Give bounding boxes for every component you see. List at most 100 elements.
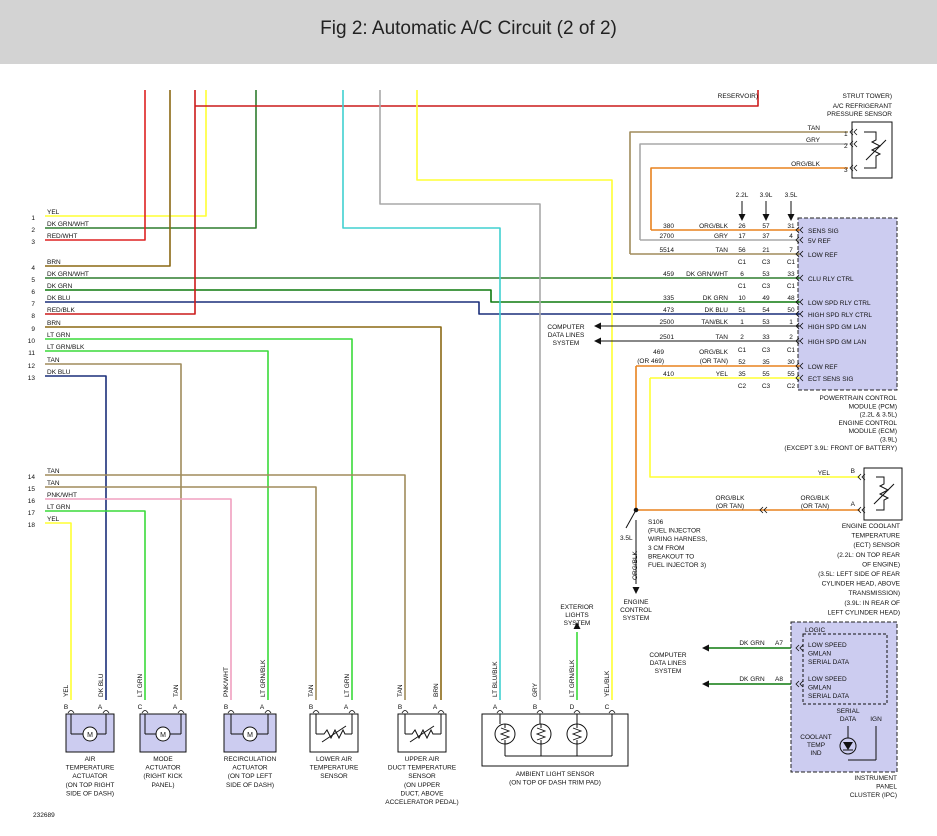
- component-title: MODE: [153, 756, 173, 763]
- ipc-coolant-temp-ind: IND: [810, 750, 822, 757]
- pcm-connector-icon: [795, 310, 804, 318]
- pcm-wire-color: DK BLU: [705, 307, 729, 314]
- pcm-pin-function: ECT SENS SIG: [808, 376, 853, 383]
- exterior-lights-label: SYSTEM: [564, 620, 591, 627]
- pcm-wire-color: TAN: [715, 334, 728, 341]
- ipc-title: CLUSTER (IPC): [850, 792, 897, 799]
- splice-engine-label: 3.5L: [620, 535, 633, 542]
- ect-connector-icon: [857, 473, 866, 481]
- pcm-pin-2-2l: 6: [740, 271, 744, 278]
- ect-sensor-title: (ECT) SENSOR: [853, 542, 900, 549]
- pcm-circuit-number: 473: [663, 307, 674, 314]
- coolant-lamp-diode-icon: [843, 742, 853, 750]
- ambient-wire-color: LT BLU/BLK: [492, 661, 499, 697]
- pcm-circuit-number: 469: [653, 349, 664, 356]
- motor-icon-label: M: [160, 732, 166, 739]
- pcm-wire-color: TAN/BLK: [701, 319, 728, 326]
- wire-ambient-ltblublk: [342, 90, 501, 700]
- component-title: SIDE OF DASH): [66, 790, 114, 797]
- wire-number-11: 11: [28, 350, 35, 357]
- pcm-pin-3-5l: 31: [787, 223, 795, 230]
- component-pin: A: [173, 704, 178, 711]
- ipc-arrow-icon: [702, 680, 709, 688]
- engine-control-system-label: CONTROL: [620, 607, 652, 614]
- wire-number-7: 7: [31, 301, 35, 308]
- ambient-light-sensor-box: [481, 713, 629, 767]
- splice-s106-text: 3 CM FROM: [648, 545, 684, 552]
- pcm-pin-3-9l: 57: [762, 223, 770, 230]
- figure-header: Fig 2: Automatic A/C Circuit (2 of 2): [0, 0, 937, 64]
- wire-color-label-18: YEL: [47, 516, 60, 523]
- coolant-lamp-icon: [839, 737, 857, 755]
- ect-pin-a: A: [851, 501, 856, 508]
- component-title: ACTUATOR: [232, 765, 267, 772]
- wire-color-label-3: RED/WHT: [47, 233, 77, 240]
- wire-ect-yel: [649, 378, 860, 478]
- pressure-pin: 2: [844, 143, 848, 150]
- pcm-pin-3-5l: 48: [787, 295, 795, 302]
- component-wire-color: TAN: [308, 684, 315, 697]
- pressure-wire-color: ORG/BLK: [791, 161, 821, 168]
- pcm-connector-id: C1: [787, 259, 796, 266]
- wire-number-17: 17: [28, 510, 36, 517]
- pcm-pin-2-2l: 51: [738, 307, 746, 314]
- wire-3-redwht: [45, 90, 146, 241]
- component-title: DUCT TEMPERATURE: [388, 765, 457, 772]
- pcm-connector-icon: [795, 374, 804, 382]
- wire-pressure-tan: [629, 131, 848, 254]
- reservoir-label: RESERVOIR): [718, 93, 758, 100]
- pcm-connector-icon: [795, 226, 804, 234]
- component-pin-terminal-icon: [312, 710, 320, 714]
- wire-6-dkgrn: [45, 289, 800, 303]
- ipc-coolant-temp-ind: COOLANT: [800, 734, 831, 741]
- component-pin-terminal-icon: [67, 710, 75, 714]
- component-title: SENSOR: [408, 773, 436, 780]
- pcm-connector-id: C2: [787, 383, 796, 390]
- ipc-gmlan-2: GMLAN: [808, 685, 831, 692]
- wire-color-label-5: DK GRN/WHT: [47, 271, 89, 278]
- wire-number-2: 2: [31, 227, 35, 234]
- component-pin: B: [398, 704, 402, 711]
- wire-pressure-orgblk: [650, 167, 848, 230]
- ipc-wire-a7-color: DK GRN: [739, 640, 765, 647]
- engine-variant-label: 3.9L: [760, 192, 773, 199]
- pcm-pin-3-9l: 55: [762, 371, 770, 378]
- wire-color-label-17: LT GRN: [47, 504, 71, 511]
- pcm-pin-3-9l: 35: [762, 359, 770, 366]
- ambient-pin-terminal-icon: [536, 710, 544, 714]
- pcm-connector-id: C1: [787, 347, 796, 354]
- wire-number-9: 9: [31, 326, 35, 333]
- component-pin-terminal-icon: [437, 710, 445, 714]
- ect-sensor-title: TRANSMISSION): [848, 590, 900, 597]
- splice-s106-text: BREAKOUT TO: [648, 553, 694, 560]
- component-pin-terminal-icon: [264, 710, 272, 714]
- ipc-coolant-temp-ind: TEMP: [807, 742, 825, 749]
- ect-wire-yel: YEL: [818, 470, 831, 477]
- pcm-pin-3-9l: 33: [762, 334, 770, 341]
- pcm-wire-color: (OR TAN): [700, 358, 728, 365]
- pressure-connector-icon: [849, 140, 858, 148]
- ipc-serial-data: SERIAL: [836, 708, 860, 715]
- component-wire-color: BRN: [433, 683, 440, 697]
- ambient-light-sensor-title: AMBIENT LIGHT SENSOR: [516, 771, 595, 778]
- lan-arrow-icon: [594, 322, 601, 330]
- pcm-connector-icon: [795, 274, 804, 282]
- wire-number-4: 4: [31, 265, 35, 272]
- wire-color-label-12: TAN: [47, 357, 60, 364]
- pcm-wire-color: GRY: [714, 233, 729, 240]
- wire-15-tan: [45, 486, 317, 700]
- wire-4-brn: [45, 90, 171, 267]
- component-title: UPPER AIR: [405, 756, 440, 763]
- pcm-pin-2-2l: 10: [738, 295, 746, 302]
- ambient-pin-terminal-icon: [573, 710, 581, 714]
- ambient-pin-terminal-icon: [496, 710, 504, 714]
- splice-s106-text: S106: [648, 519, 664, 526]
- component-pin-terminal-icon: [102, 710, 110, 714]
- pcm-connector-id: C3: [762, 383, 771, 390]
- ipc-computer-data-lines-label: COMPUTER: [649, 652, 687, 659]
- ect-wire-color-right: ORG/BLK: [801, 495, 831, 502]
- figure-title: Fig 2: Automatic A/C Circuit (2 of 2): [320, 18, 617, 39]
- wire-1-yel: [45, 90, 207, 217]
- ect-wire-color-right: (OR TAN): [801, 503, 829, 510]
- component-title: LOWER AIR: [316, 756, 352, 763]
